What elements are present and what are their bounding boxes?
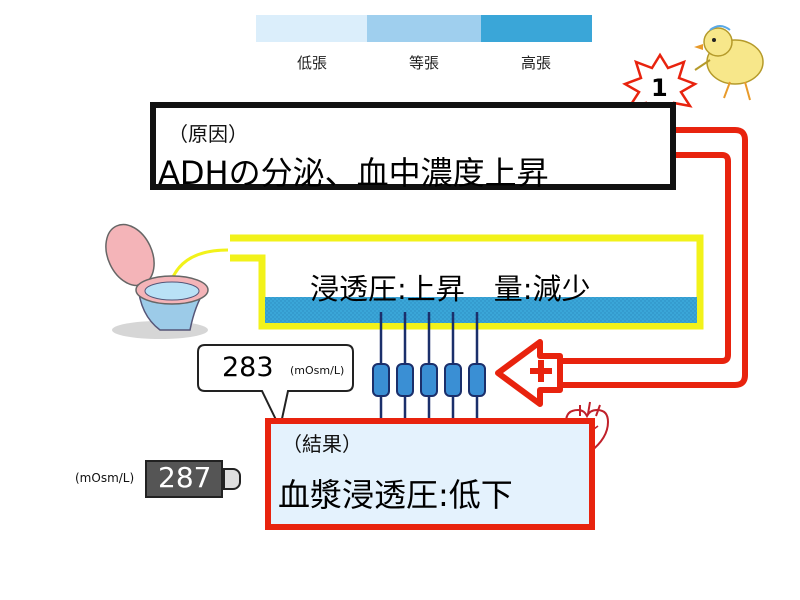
legend-label-isotonic: 等張: [408, 54, 439, 72]
cause-text: ADHの分泌、血中濃度上昇: [158, 154, 549, 192]
cause-box: [150, 102, 676, 190]
aquaporin-icon: [420, 363, 438, 397]
feedback-loop: [555, 127, 748, 388]
cause-caption: （原因）: [168, 122, 248, 146]
bubble-osmolality-unit: (mOsm/L): [290, 364, 345, 377]
chick-icon: [694, 25, 764, 101]
osmometer-cap: [223, 468, 241, 490]
urine-tube: [168, 234, 704, 330]
legend-swatch-hypertonic: [481, 15, 592, 42]
legend-label-hypertonic: 高張: [520, 54, 551, 72]
plus-arrow-icon: [495, 339, 563, 407]
osmometer-body: [145, 460, 223, 498]
legend-swatch-isotonic: [367, 15, 481, 42]
legend-label-hypotonic: 低張: [296, 54, 327, 72]
legend-swatch-hypotonic: [256, 15, 367, 42]
result-box: [265, 418, 595, 530]
aquaporin-icon: [468, 363, 486, 397]
toilet-icon: [105, 223, 209, 339]
urine-status-text: 浸透圧:上昇 量:減少: [310, 272, 591, 306]
aquaporin-icon: [444, 363, 462, 397]
aquaporin-icon: [372, 363, 390, 397]
speech-bubble: [197, 344, 354, 432]
meter-value: 287: [158, 461, 212, 494]
badge-number: 1: [651, 74, 668, 102]
meter-unit: (mOsm/L): [75, 471, 135, 485]
aquaporin-icon: [396, 363, 414, 397]
bubble-osmolality-value: 283: [222, 352, 274, 383]
result-text: 血漿浸透圧:低下: [278, 476, 513, 514]
result-caption: （結果）: [282, 432, 362, 456]
